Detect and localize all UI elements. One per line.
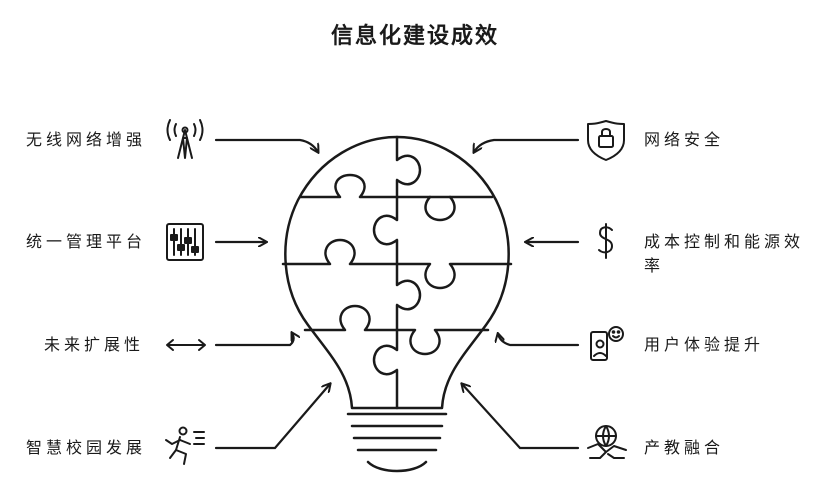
diagram-title: 信息化建设成效 [330,24,499,49]
double-arrow-icon [166,339,206,351]
handshake-globe-icon [587,425,627,459]
arrow-smart-campus [214,384,330,450]
arrow-scalability [214,333,294,347]
puzzle-seam-1 [298,173,494,199]
label-network-security: 网络安全 [644,130,725,149]
label-cost-energy-line2: 率 [644,256,665,275]
wifi-antenna-icon [166,119,204,159]
user-smile-icon [590,326,624,361]
label-industry-education: 产教融合 [644,438,725,457]
dollar-icon [598,223,613,259]
sliders-icon [166,223,204,261]
label-wireless: 无线网络增强 [26,130,147,149]
arrow-user-experience [498,334,580,347]
lock-shield-icon [587,120,625,161]
label-user-experience: 用户体验提升 [644,335,765,354]
arrow-security [474,138,580,152]
bulb-base [346,412,448,473]
lightbulb [281,135,513,410]
arrow-industry [462,384,580,450]
running-figure-icon [165,426,205,465]
puzzle-seam-vertical [372,135,422,410]
label-smart-campus: 智慧校园发展 [26,438,147,457]
label-scalability: 未来扩展性 [44,335,145,354]
label-management-platform: 统一管理平台 [26,232,147,251]
arrow-wireless [214,138,318,152]
puzzle-knob-right-top [424,195,456,222]
label-cost-energy: 成本控制和能源效 [644,232,805,251]
